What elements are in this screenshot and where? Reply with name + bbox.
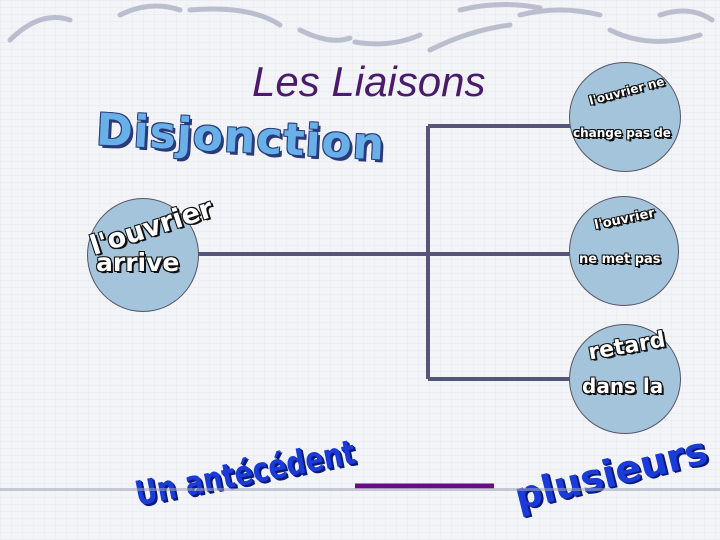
bottom-divider [0,488,720,491]
right-circle-1-line2: change pas de [573,126,671,140]
left-circle-line2: arrive [96,248,179,277]
right-circle-1 [569,62,681,172]
right-circle-3-line2: dans la [582,374,663,398]
right-circle-2-line2: ne met pas [579,252,661,267]
